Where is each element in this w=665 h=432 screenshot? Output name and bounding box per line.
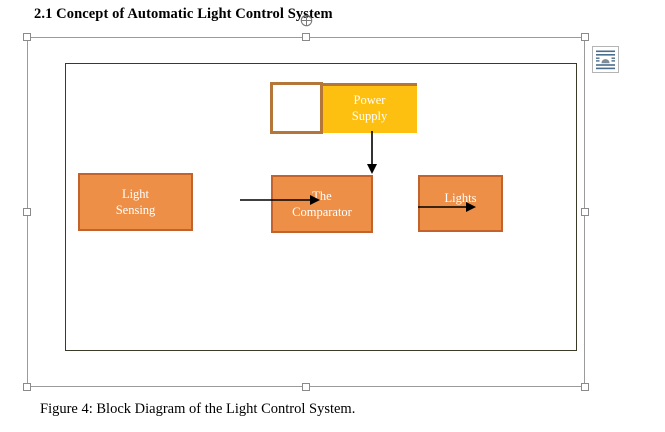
block-power-supply-label-line2: Supply — [351, 109, 388, 123]
section-heading: 2.1 Concept of Automatic Light Control S… — [34, 6, 333, 22]
rotate-handle-icon[interactable] — [299, 13, 314, 28]
handle-bottom-right[interactable] — [581, 383, 589, 391]
block-power-supply-white-inset[interactable] — [270, 82, 323, 134]
block-power-supply-top-edge — [322, 83, 417, 86]
handle-middle-right[interactable] — [581, 208, 589, 216]
connector-light-sensing-to-comparator[interactable] — [240, 193, 322, 212]
handle-top-left[interactable] — [23, 33, 31, 41]
connector-comparator-to-lights[interactable] — [418, 200, 478, 219]
block-power-supply-label-line1: Power — [353, 93, 386, 107]
handle-top-middle[interactable] — [302, 33, 310, 41]
handle-bottom-left[interactable] — [23, 383, 31, 391]
handle-bottom-middle[interactable] — [302, 383, 310, 391]
figure-caption: Figure 4: Block Diagram of the Light Con… — [40, 401, 356, 417]
block-light-sensing-label-line1: Light — [121, 187, 150, 201]
layout-options-button[interactable] — [592, 46, 619, 73]
handle-top-right[interactable] — [581, 33, 589, 41]
layout-options-icon — [593, 47, 618, 72]
handle-middle-left[interactable] — [23, 208, 31, 216]
connector-power-supply-to-comparator[interactable] — [365, 131, 379, 180]
block-light-sensing-label-line2: Sensing — [115, 203, 156, 217]
